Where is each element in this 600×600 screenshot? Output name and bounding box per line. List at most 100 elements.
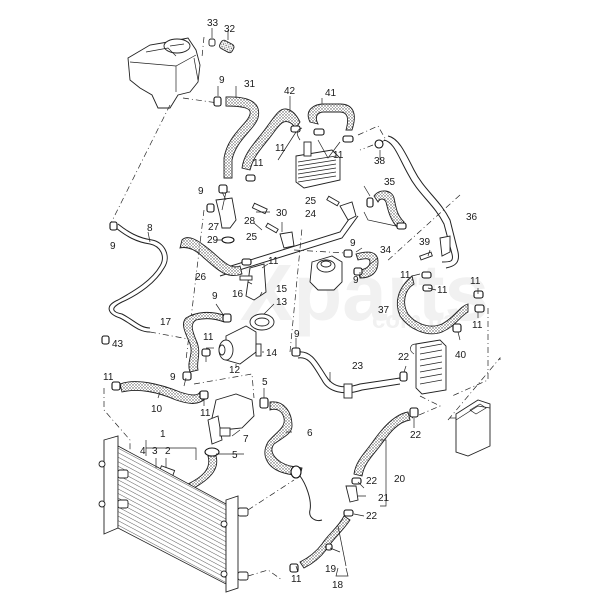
callout-33[interactable]: 33 xyxy=(207,18,219,29)
clamp-11[interactable] xyxy=(241,258,252,266)
callout-11[interactable]: 11 xyxy=(268,256,279,267)
clamp-ring-13[interactable] xyxy=(249,313,275,331)
pump-12[interactable] xyxy=(206,325,257,365)
callout-9[interactable]: 9 xyxy=(294,329,300,340)
clamp-5[interactable] xyxy=(204,447,220,457)
callout-36[interactable]: 36 xyxy=(466,212,478,223)
callout-28[interactable]: 28 xyxy=(244,216,256,227)
valve-unit[interactable] xyxy=(309,255,343,291)
callout-31[interactable]: 31 xyxy=(244,79,256,90)
callout-5[interactable]: 5 xyxy=(232,450,238,461)
hose-26[interactable] xyxy=(179,237,243,276)
callout-11[interactable]: 11 xyxy=(253,158,264,169)
pipe-8[interactable] xyxy=(108,227,163,333)
clamp-9[interactable] xyxy=(291,347,301,357)
callout-10[interactable]: 10 xyxy=(151,404,163,415)
pipe-36[interactable] xyxy=(387,135,459,269)
hose-31[interactable] xyxy=(223,96,260,179)
callout-13[interactable]: 13 xyxy=(276,297,288,308)
clamp-5[interactable] xyxy=(259,397,269,409)
callout-26[interactable]: 26 xyxy=(195,272,207,283)
clamp-9[interactable] xyxy=(353,267,363,276)
tee-21[interactable] xyxy=(345,485,359,503)
callout-9[interactable]: 9 xyxy=(170,372,176,383)
clamp-9[interactable] xyxy=(109,221,118,231)
clamp-9[interactable] xyxy=(343,249,353,258)
cap-33[interactable] xyxy=(208,38,216,47)
bolt-14[interactable] xyxy=(255,343,262,357)
callout-22[interactable]: 22 xyxy=(366,476,378,487)
callout-11[interactable]: 11 xyxy=(470,276,481,287)
callout-22[interactable]: 22 xyxy=(366,511,378,522)
clamp-11[interactable] xyxy=(421,271,432,279)
clamp-22[interactable] xyxy=(399,371,408,382)
hose-17[interactable] xyxy=(183,311,227,373)
clamp-9[interactable] xyxy=(182,371,192,381)
clamp-11[interactable] xyxy=(313,128,325,136)
callout-18[interactable]: 18 xyxy=(332,580,344,591)
clamp-11[interactable] xyxy=(366,197,374,208)
callout-42[interactable]: 42 xyxy=(284,86,296,97)
callout-34[interactable]: 34 xyxy=(380,245,392,256)
hose-10[interactable] xyxy=(119,381,207,404)
callout-11[interactable]: 11 xyxy=(291,574,302,585)
callout-11[interactable]: 11 xyxy=(472,320,483,331)
callout-6[interactable]: 6 xyxy=(307,428,313,439)
callout-43[interactable]: 43 xyxy=(112,339,124,350)
callout-27[interactable]: 27 xyxy=(208,222,220,233)
hose-18[interactable] xyxy=(299,515,351,569)
callout-19[interactable]: 19 xyxy=(325,564,337,575)
clamp-9[interactable] xyxy=(218,184,228,194)
callout-22[interactable]: 22 xyxy=(410,430,422,441)
connector-28[interactable] xyxy=(215,197,237,229)
callout-4[interactable]: 4 xyxy=(140,446,146,457)
clamp-40[interactable] xyxy=(452,323,462,333)
callout-37[interactable]: 37 xyxy=(378,305,390,316)
callout-40[interactable]: 40 xyxy=(455,350,467,361)
hose-20[interactable] xyxy=(353,411,411,477)
callout-32[interactable]: 32 xyxy=(224,24,236,35)
callout-9[interactable]: 9 xyxy=(353,275,359,286)
callout-15[interactable]: 15 xyxy=(276,284,288,295)
callout-12[interactable]: 12 xyxy=(229,365,241,376)
callout-7[interactable]: 7 xyxy=(243,434,249,445)
clamp-11[interactable] xyxy=(111,381,121,391)
callout-20[interactable]: 20 xyxy=(394,474,406,485)
callout-9[interactable]: 9 xyxy=(219,75,225,86)
hose-42[interactable] xyxy=(241,108,301,171)
clip-23[interactable] xyxy=(343,383,353,399)
clamp-27[interactable] xyxy=(206,203,215,213)
clamp-11[interactable] xyxy=(474,304,485,313)
clip-43[interactable] xyxy=(101,335,110,345)
callout-1[interactable]: 1 xyxy=(160,429,166,440)
callout-11[interactable]: 11 xyxy=(275,143,286,154)
callout-21[interactable]: 21 xyxy=(378,493,390,504)
clamp-11[interactable] xyxy=(199,390,209,400)
clamp-22[interactable] xyxy=(343,509,354,517)
expansion-tank[interactable] xyxy=(127,37,201,109)
callout-11[interactable]: 11 xyxy=(400,270,411,281)
callout-11[interactable]: 11 xyxy=(103,372,114,383)
nut-38[interactable] xyxy=(374,139,384,149)
clamp-11[interactable] xyxy=(422,284,433,292)
callout-11[interactable]: 11 xyxy=(200,408,211,419)
oil-cooler[interactable] xyxy=(295,127,341,189)
bolt-25[interactable] xyxy=(265,222,279,234)
callout-24[interactable]: 24 xyxy=(305,209,317,220)
callout-5[interactable]: 5 xyxy=(262,377,268,388)
callout-11[interactable]: 11 xyxy=(333,150,344,161)
callout-9[interactable]: 9 xyxy=(110,241,116,252)
callout-9[interactable]: 9 xyxy=(350,238,356,249)
callout-41[interactable]: 41 xyxy=(325,88,337,99)
callout-14[interactable]: 14 xyxy=(266,348,278,359)
flange-7[interactable] xyxy=(207,393,255,445)
clamp-11[interactable] xyxy=(290,125,301,133)
callout-9[interactable]: 9 xyxy=(212,291,218,302)
callout-35[interactable]: 35 xyxy=(384,177,396,188)
callout-8[interactable]: 8 xyxy=(147,223,153,234)
hose-37[interactable] xyxy=(396,275,469,335)
callout-11[interactable]: 11 xyxy=(437,285,448,296)
clamp-11[interactable] xyxy=(245,174,256,182)
callout-16[interactable]: 16 xyxy=(232,289,244,300)
clamp-11[interactable] xyxy=(396,222,407,230)
